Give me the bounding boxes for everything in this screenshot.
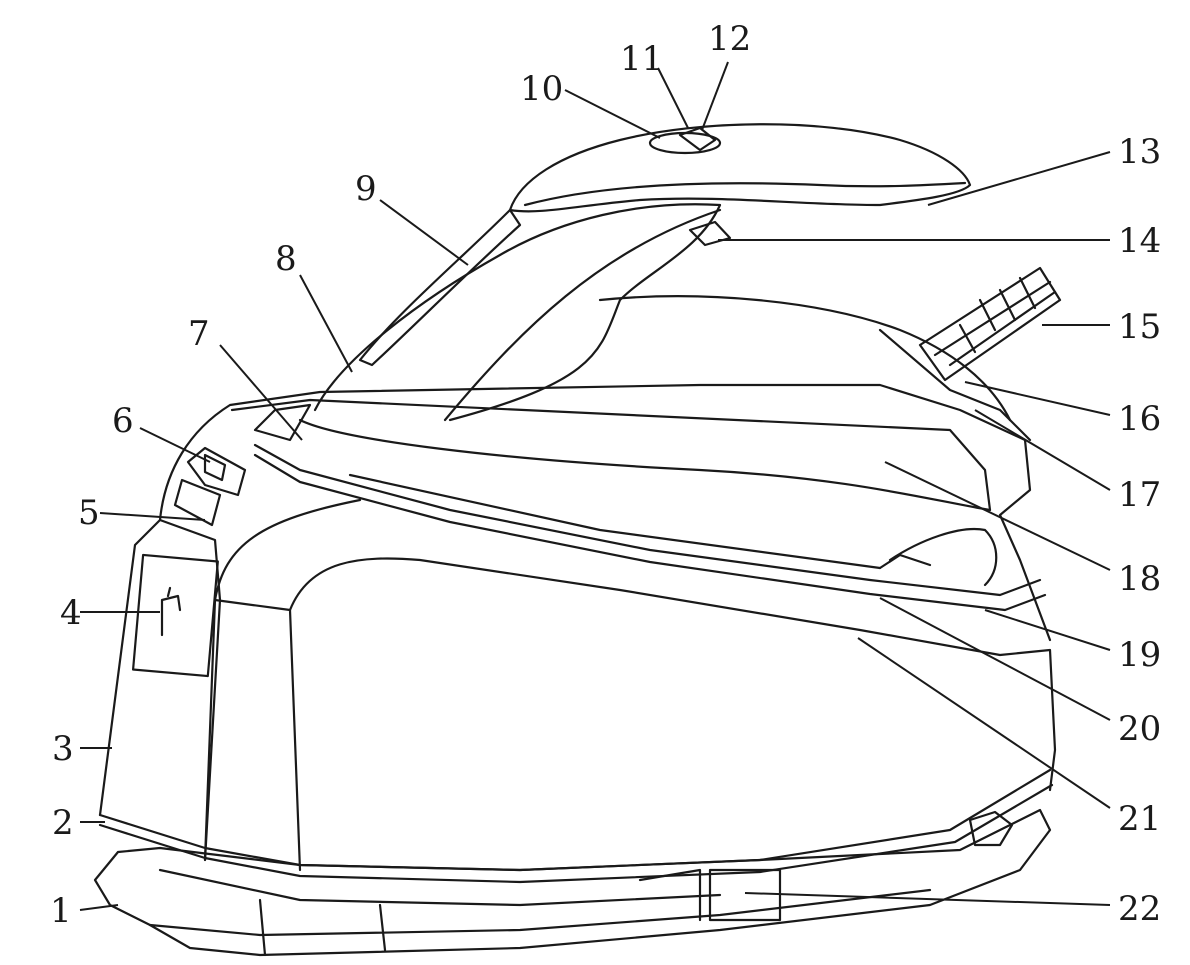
callout-14: 14 bbox=[1118, 221, 1161, 261]
soleplate bbox=[93, 808, 1052, 957]
callout-8: 8 bbox=[275, 239, 297, 279]
cord-guard bbox=[918, 266, 1062, 382]
callout-17: 17 bbox=[1118, 475, 1161, 515]
leader-20 bbox=[879, 597, 1111, 721]
handle-bridge bbox=[313, 203, 722, 422]
callout-10: 10 bbox=[520, 69, 563, 109]
leader-13 bbox=[927, 151, 1111, 206]
leader-10 bbox=[564, 89, 661, 139]
handle-underside bbox=[688, 220, 732, 247]
callout-15: 15 bbox=[1118, 307, 1161, 347]
leader-21 bbox=[857, 637, 1111, 809]
callout-16: 16 bbox=[1118, 399, 1161, 439]
callout-3: 3 bbox=[52, 729, 74, 769]
leader-16 bbox=[964, 381, 1111, 416]
leader-18 bbox=[884, 461, 1111, 571]
callout-18: 18 bbox=[1118, 559, 1161, 599]
callout-9: 9 bbox=[355, 169, 377, 209]
base-rim bbox=[98, 768, 1052, 872]
callout-19: 19 bbox=[1118, 635, 1161, 675]
leader-12 bbox=[701, 61, 729, 131]
callout-12: 12 bbox=[708, 19, 751, 59]
leader-9 bbox=[379, 199, 469, 266]
water-tank bbox=[298, 418, 992, 512]
callout-11: 11 bbox=[620, 39, 663, 79]
callout-6: 6 bbox=[112, 401, 134, 441]
leader-5 bbox=[99, 512, 206, 521]
side-control-5 bbox=[173, 478, 222, 527]
leader-8 bbox=[299, 274, 353, 373]
grip-insert bbox=[358, 208, 522, 367]
callout-20: 20 bbox=[1118, 709, 1161, 749]
leader-19 bbox=[984, 609, 1111, 651]
handle bbox=[508, 123, 972, 213]
callout-7: 7 bbox=[188, 314, 210, 354]
leader-6 bbox=[139, 427, 211, 463]
leader-1 bbox=[79, 904, 119, 911]
leader-22 bbox=[744, 892, 1111, 906]
rear-body bbox=[98, 518, 222, 862]
callout-13: 13 bbox=[1118, 132, 1161, 172]
leader-7 bbox=[219, 344, 303, 441]
leader-11 bbox=[657, 67, 689, 129]
callout-5: 5 bbox=[78, 493, 100, 533]
side-dial-6 bbox=[186, 446, 247, 497]
rear-cap bbox=[878, 328, 1032, 442]
side-strip bbox=[253, 443, 1042, 597]
callout-21: 21 bbox=[1118, 799, 1161, 839]
main-body bbox=[213, 598, 302, 872]
callout-4: 4 bbox=[60, 593, 82, 633]
callout-labels: 1 2 3 4 5 6 7 8 9 10 11 12 13 14 15 16 1… bbox=[50, 19, 1161, 931]
callout-22: 22 bbox=[1118, 889, 1161, 929]
iron-illustration bbox=[93, 123, 1062, 957]
callout-2: 2 bbox=[52, 803, 74, 843]
leader-17 bbox=[974, 409, 1111, 491]
front-tip bbox=[253, 403, 312, 442]
callout-1: 1 bbox=[50, 891, 72, 931]
rear-bumper bbox=[968, 810, 1014, 847]
leader-lines bbox=[79, 61, 1111, 911]
water-window bbox=[131, 553, 219, 678]
